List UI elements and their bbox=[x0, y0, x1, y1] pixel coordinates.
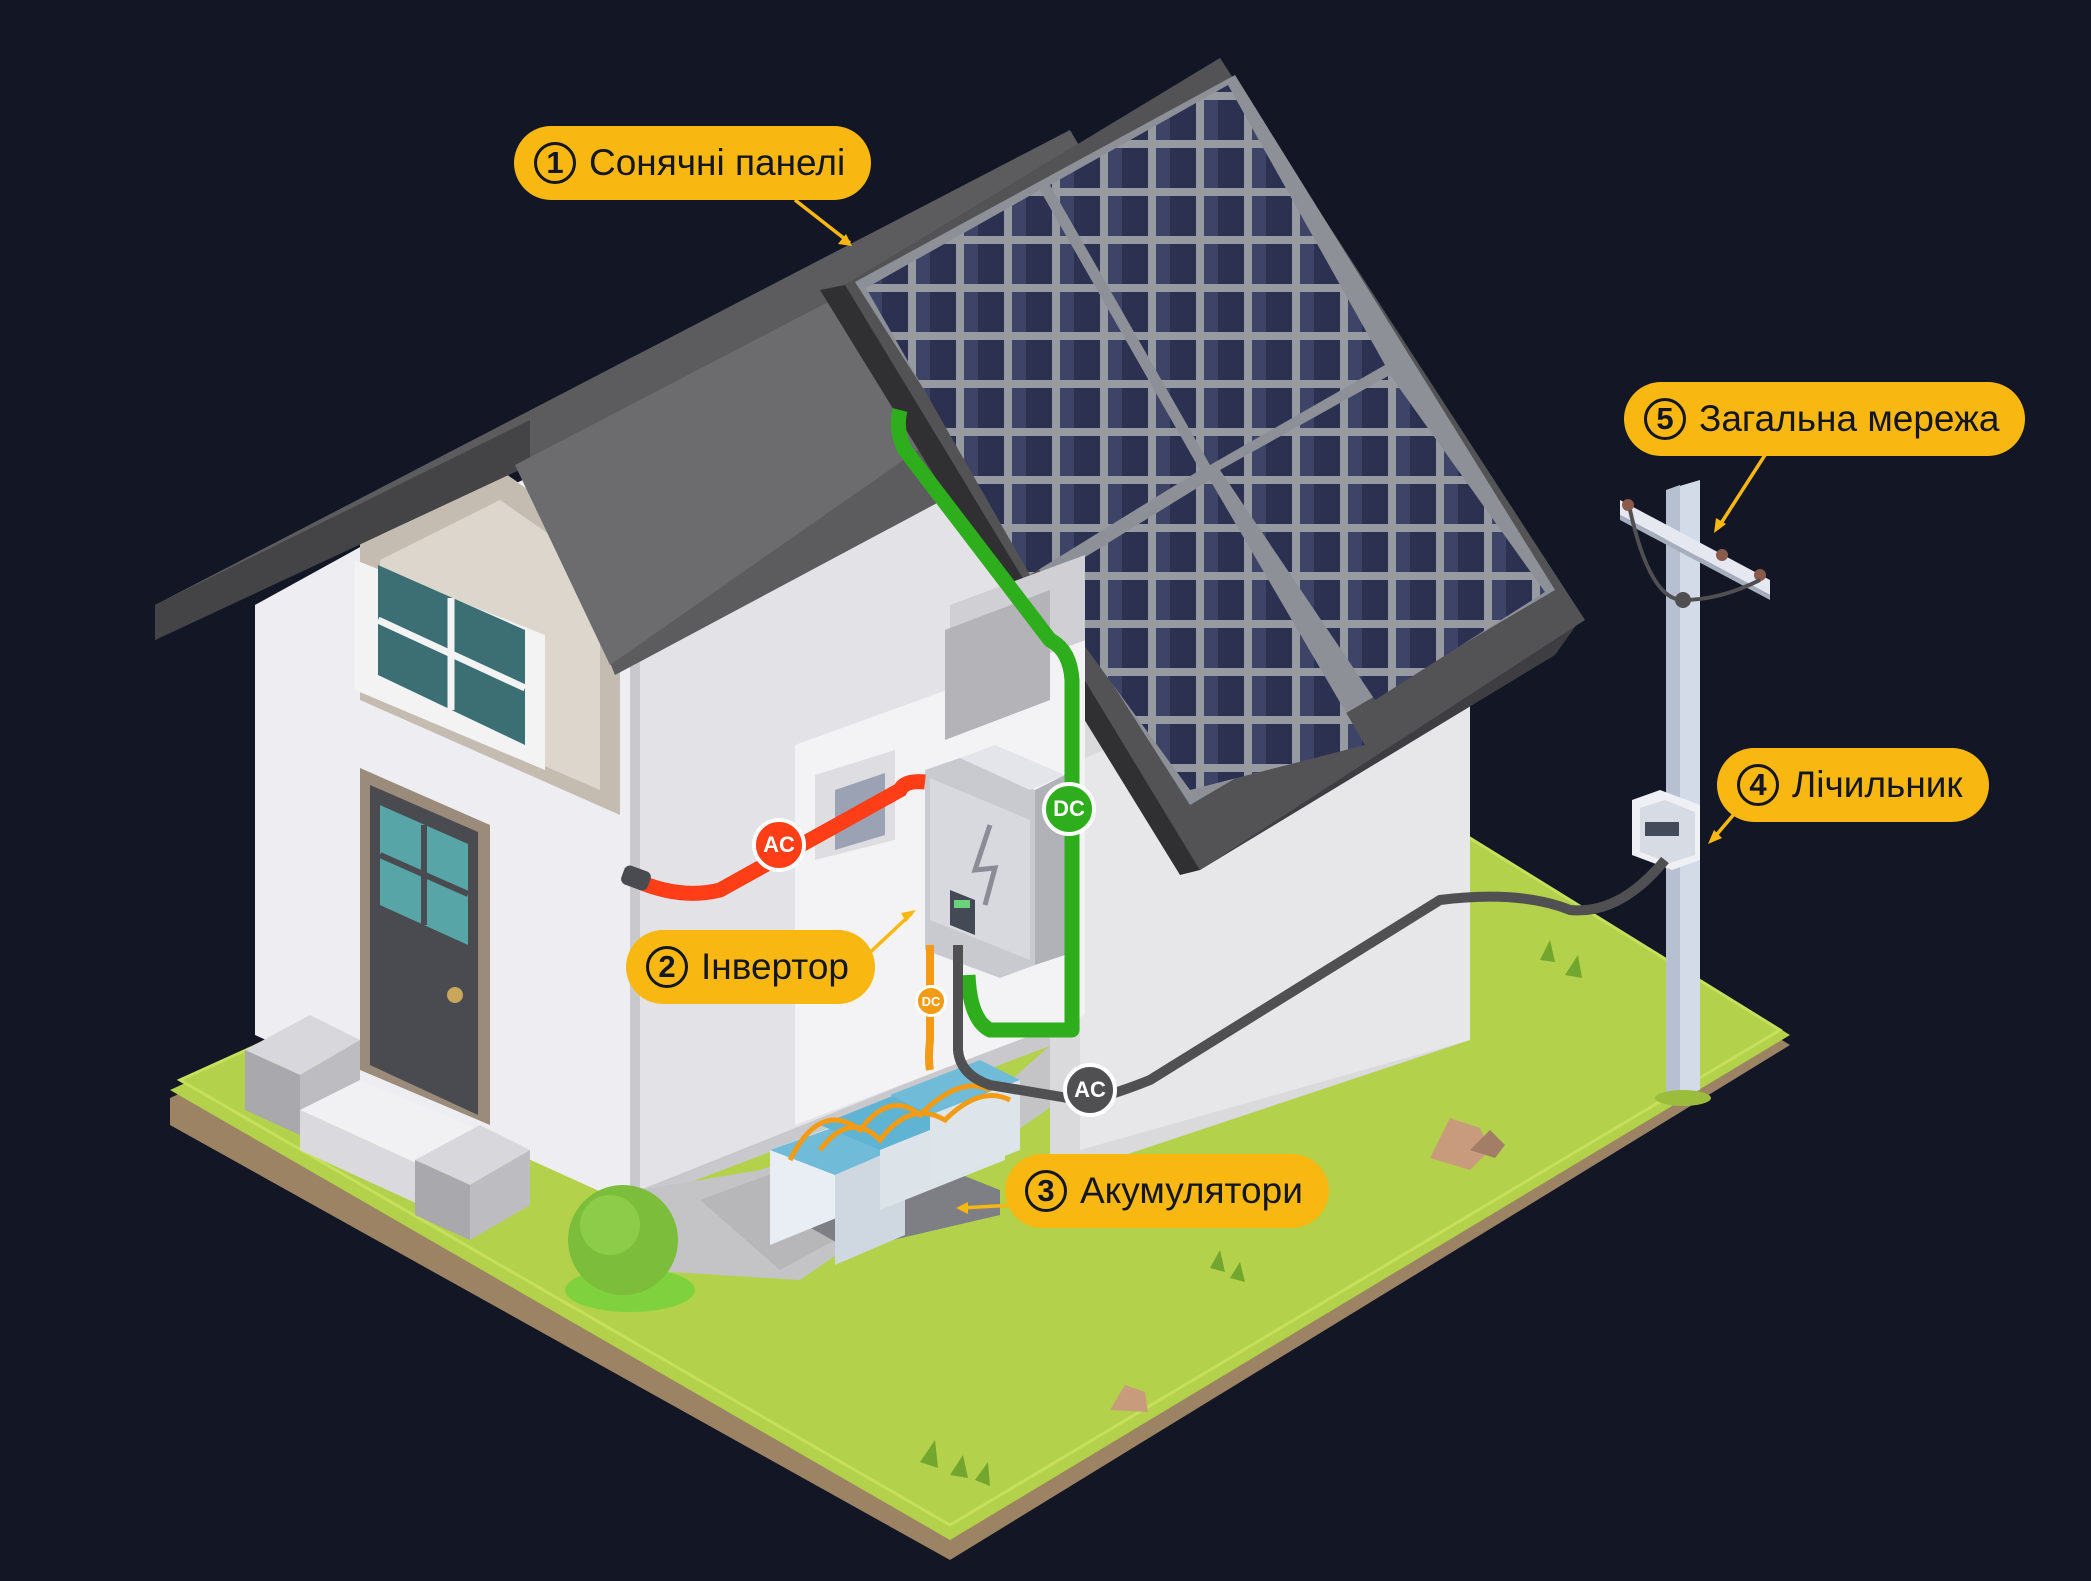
front-steps bbox=[245, 1015, 530, 1240]
dc-tag-battery: DC bbox=[915, 985, 947, 1017]
dc-tag-green: DC bbox=[1042, 782, 1096, 836]
callout-number: 1 bbox=[534, 142, 576, 184]
rock-cluster bbox=[1430, 1118, 1505, 1170]
front-door bbox=[360, 768, 490, 1125]
callout-label: Сонячні панелі bbox=[589, 142, 846, 183]
attic-window bbox=[355, 560, 545, 770]
solar-panel-2 bbox=[1050, 85, 1385, 465]
callout-number: 2 bbox=[646, 946, 688, 988]
solar-panel-1 bbox=[866, 190, 1200, 575]
callout-number: 4 bbox=[1737, 764, 1779, 806]
decorations bbox=[920, 940, 1582, 1486]
grass-tufts bbox=[920, 940, 1582, 1486]
solar-panels bbox=[855, 75, 1555, 805]
dc-wire-battery bbox=[925, 945, 934, 1071]
ac-tag-red: AC bbox=[752, 818, 806, 872]
callout-number: 5 bbox=[1644, 398, 1686, 440]
callout-meter: 4 Лічильник bbox=[1717, 748, 1989, 822]
small-rock bbox=[1110, 1385, 1148, 1412]
bush bbox=[565, 1185, 695, 1312]
callout-label: Акумулятори bbox=[1080, 1170, 1303, 1211]
callout-grid: 5 Загальна мережа bbox=[1624, 382, 2026, 456]
utility-pole bbox=[1620, 480, 1770, 1106]
callout-label: Лічильник bbox=[1792, 764, 1963, 805]
solar-panel-4 bbox=[1220, 375, 1545, 700]
wires bbox=[621, 408, 1669, 1106]
callout-inverter: 2 Інвертор bbox=[626, 930, 875, 1004]
callout-number: 3 bbox=[1025, 1170, 1067, 1212]
electric-meter-box bbox=[1632, 790, 1700, 870]
dc-wire-green bbox=[890, 408, 1080, 1038]
callout-solar-panels: 1 Сонячні панелі bbox=[514, 126, 872, 200]
callout-batteries: 3 Акумулятори bbox=[1005, 1154, 1329, 1228]
ac-tag-grid: AC bbox=[1063, 1063, 1117, 1117]
callout-label: Інвертор bbox=[701, 946, 849, 987]
ac-wire-grid bbox=[953, 856, 1669, 1106]
inverter bbox=[925, 745, 1065, 978]
callout-label: Загальна мережа bbox=[1699, 398, 2000, 439]
batteries bbox=[770, 1060, 1020, 1265]
solar-panel-3 bbox=[1040, 480, 1365, 790]
ac-wire-red bbox=[631, 774, 926, 901]
